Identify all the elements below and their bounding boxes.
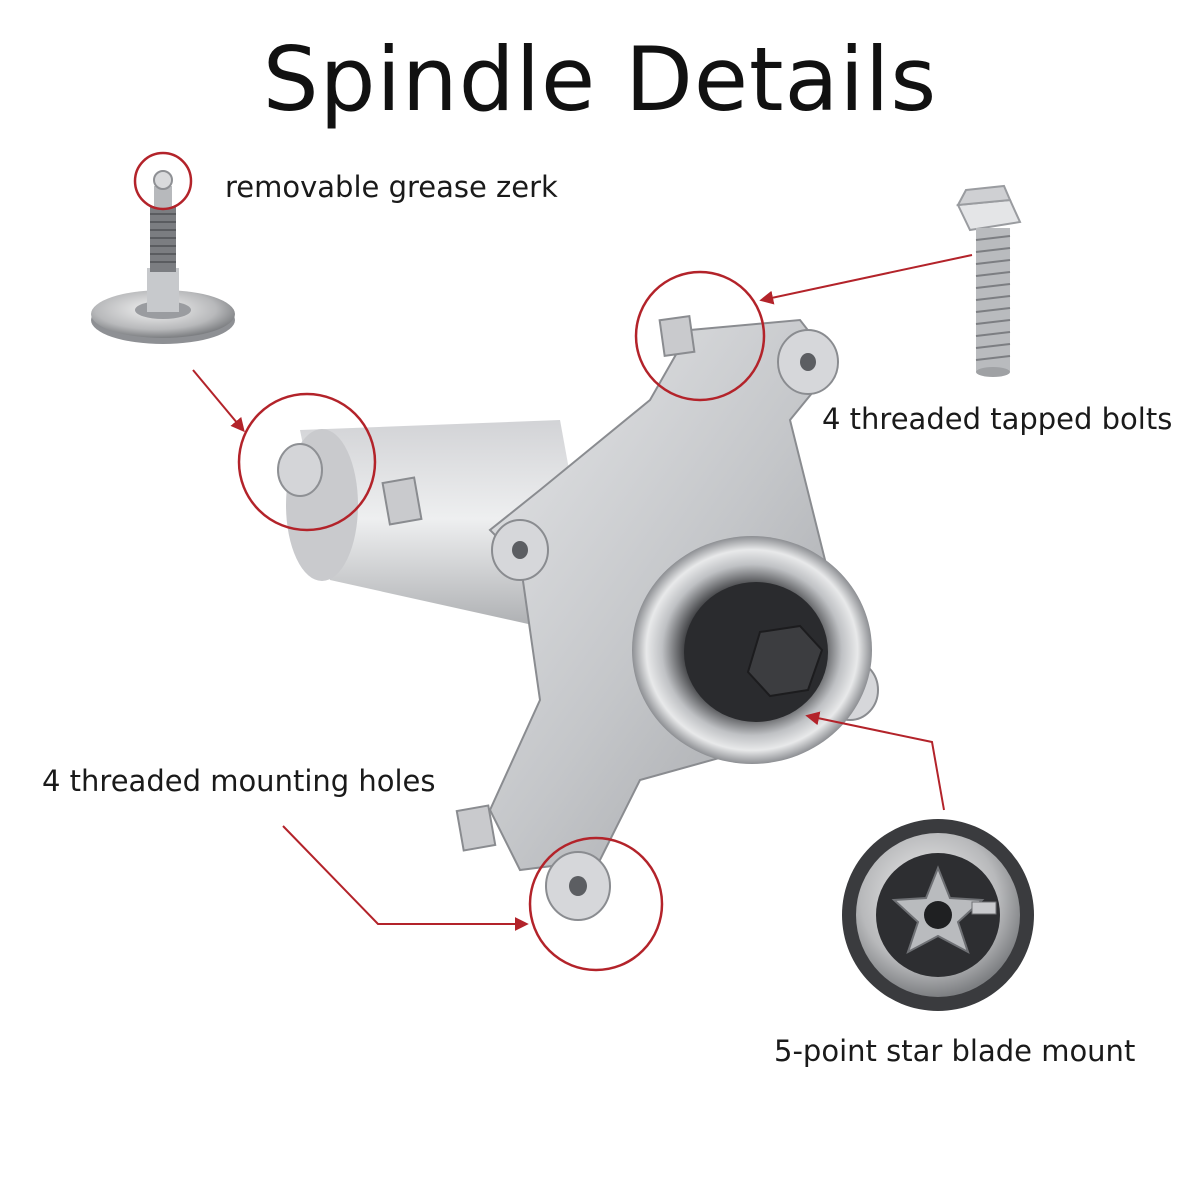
star-blade-mount-icon (842, 819, 1034, 1011)
label-tapped-bolts: 4 threaded tapped bolts (822, 402, 1173, 436)
arrow-star-to-nut (805, 711, 945, 811)
callout-circle-bolt (634, 270, 766, 402)
label-grease-zerk: removable grease zerk (225, 170, 558, 204)
label-mounting-holes: 4 threaded mounting holes (42, 764, 436, 798)
callout-circle-hole (528, 836, 664, 972)
page-title: Spindle Details (262, 28, 938, 131)
arrow-holes-to-boss (282, 825, 529, 931)
label-star-mount: 5-point star blade mount (774, 1034, 1136, 1068)
callout-circle-shaft (237, 392, 377, 532)
callout-circle-zerk (133, 151, 193, 211)
arrow-bolt-to-flange (759, 254, 973, 305)
grease-zerk-icon (91, 170, 235, 344)
arrow-zerk-to-shaft (192, 369, 245, 433)
callout-circles (133, 151, 766, 972)
spindle-housing-icon (277, 314, 879, 921)
hex-flange-bolt-icon (956, 184, 1022, 377)
callout-arrows (192, 254, 973, 931)
